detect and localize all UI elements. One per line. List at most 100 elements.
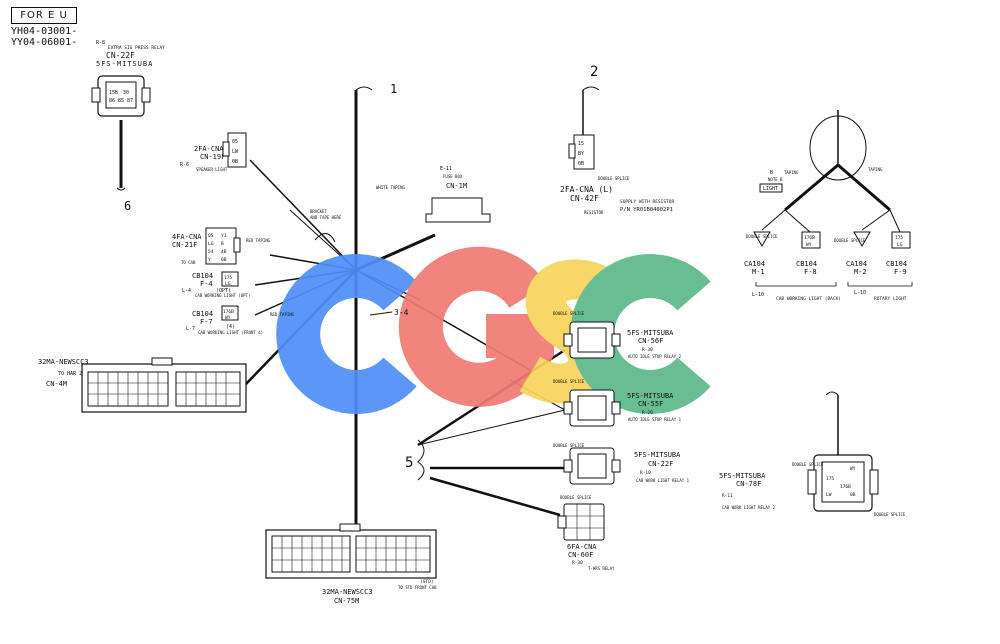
svg-text:CA104: CA104: [744, 260, 765, 268]
svg-text:LW: LW: [232, 149, 239, 155]
region-badge: FOR E U: [11, 7, 77, 24]
section-number-6: 6: [124, 199, 131, 213]
svg-text:EXTRA SIG PRESS RELAY: EXTRA SIG PRESS RELAY: [108, 45, 165, 51]
svg-text:DOUBLE SPLICE: DOUBLE SPLICE: [553, 443, 585, 448]
svg-text:87: 87: [127, 98, 133, 104]
svg-text:TO CAB: TO CAB: [181, 260, 196, 265]
svg-text:54: 54: [208, 249, 214, 255]
svg-text:5FS-MITSUBA: 5FS-MITSUBA: [627, 392, 674, 400]
svg-text:30: 30: [123, 90, 129, 96]
svg-text:AUTO IDLE STOP RELAY 2: AUTO IDLE STOP RELAY 2: [628, 354, 682, 359]
svg-text:Y: Y: [208, 257, 211, 263]
svg-text:RESISTOR: RESISTOR: [584, 210, 604, 215]
svg-text:32MA-NEWSCC3: 32MA-NEWSCC3: [322, 588, 373, 596]
svg-text:CAB WORKING LIGHT (FRONT 4): CAB WORKING LIGHT (FRONT 4): [198, 330, 263, 335]
svg-text:CN-4M: CN-4M: [46, 380, 67, 388]
svg-text:CN-75M: CN-75M: [334, 597, 359, 605]
serial-line-2: YY04-06001-: [11, 37, 78, 48]
svg-text:R-30: R-30: [642, 347, 653, 353]
svg-text:TAPING: TAPING: [784, 170, 799, 175]
svg-text:CN-56F: CN-56F: [638, 337, 663, 345]
svg-text:F-4: F-4: [200, 280, 213, 288]
relay-cab-work-light-1: DOUBLE SPLICE 5FS-MITSUBA CN-22F R-10 CA…: [553, 443, 690, 485]
connector-cn-4m: 32MA-NEWSCC3 TO HAR 2 CN-4M: [38, 357, 247, 413]
svg-text:R-6: R-6: [180, 162, 189, 168]
svg-text:M-1: M-1: [752, 268, 765, 276]
working-lights-tree: TAPING TAPING B NOTE B LIGHT DOUBLE SPLI…: [744, 167, 913, 302]
svg-text:LG: LG: [897, 242, 903, 248]
section-number-1: 1: [390, 82, 397, 96]
svg-text:CN-1M: CN-1M: [446, 182, 467, 190]
svg-text:2FA-CNA (L): 2FA-CNA (L): [560, 185, 613, 194]
svg-text:5FS-MITSUBA: 5FS-MITSUBA: [96, 60, 153, 68]
connector-to-cab: 4FA-CNA CN-21F TO CAB 0S Y1 LG B 54 4B Y…: [172, 227, 241, 265]
svg-text:SPEAKER LIGHT: SPEAKER LIGHT: [196, 167, 228, 172]
relay-auto-idle-1: DOUBLE SPLICE 5FS-MITSUBA CN-55F R-29 AU…: [553, 379, 682, 427]
connector-cab-light-opt: CB104 F-4 L-4 (OPT) CAB WORKING LIGHT (O…: [182, 271, 250, 298]
svg-text:CN-22F: CN-22F: [106, 51, 135, 60]
svg-text:DOUBLE SPLICE: DOUBLE SPLICE: [553, 379, 585, 384]
svg-text:R-29: R-29: [642, 410, 653, 416]
svg-text:DOUBLE SPLICE: DOUBLE SPLICE: [834, 238, 866, 243]
svg-text:DOUBLE SPLICE: DOUBLE SPLICE: [746, 234, 778, 239]
svg-text:FUSE BOX: FUSE BOX: [443, 174, 463, 179]
svg-text:F-8: F-8: [804, 268, 817, 276]
svg-text:M-2: M-2: [854, 268, 867, 276]
svg-text:F-7: F-7: [200, 318, 213, 326]
svg-text:L-10: L-10: [752, 292, 764, 298]
serial-line-1: YH04-03001-: [11, 26, 78, 37]
svg-text:LG: LG: [225, 281, 231, 287]
svg-text:R-8: R-8: [96, 40, 105, 46]
svg-text:176B: 176B: [223, 309, 234, 315]
svg-text:CN-21F: CN-21F: [172, 241, 197, 249]
connector-cn-75m: (STD) TO STD FRONT CAB 32MA-NEWSCC3 CN-7…: [265, 523, 437, 605]
svg-text:5FS-MITSUBA: 5FS-MITSUBA: [634, 451, 681, 459]
svg-text:175: 175: [224, 275, 232, 281]
svg-text:DOUBLE SPLICE: DOUBLE SPLICE: [553, 311, 585, 316]
svg-text:CB104: CB104: [886, 260, 907, 268]
svg-text:6FA-CNA: 6FA-CNA: [567, 543, 597, 551]
svg-text:DOUBLE SPLICE: DOUBLE SPLICE: [792, 462, 824, 467]
svg-text:TAPING: TAPING: [868, 167, 883, 172]
svg-text:5FS-MITSUBA: 5FS-MITSUBA: [719, 472, 766, 480]
svg-text:BRACKET: BRACKET: [310, 209, 327, 214]
svg-text:(4): (4): [226, 324, 235, 330]
svg-text:F-9: F-9: [894, 268, 907, 276]
svg-text:LIGHT: LIGHT: [763, 186, 778, 192]
svg-text:CN-22F: CN-22F: [648, 460, 673, 468]
svg-text:LG: LG: [208, 241, 214, 247]
svg-text:CB104: CB104: [192, 310, 213, 318]
svg-text:CN-78F: CN-78F: [736, 480, 761, 488]
svg-text:L-7: L-7: [186, 326, 195, 332]
svg-text:WHITE TAPING: WHITE TAPING: [376, 185, 405, 190]
relay-auto-idle-2: DOUBLE SPLICE 5FS-MITSUBA CN-56F R-30 AU…: [553, 311, 682, 359]
svg-text:BY: BY: [578, 151, 584, 157]
svg-text:B: B: [770, 170, 773, 176]
svg-text:AND TAPE HERE: AND TAPE HERE: [310, 215, 342, 220]
section-number-5: 5: [405, 455, 413, 471]
svg-text:175: 175: [826, 476, 834, 482]
svg-text:175: 175: [895, 235, 903, 241]
connector-cab-light-front: CB104 F-7 L-7 (4) CAB WORKING LIGHT (FRO…: [186, 305, 263, 335]
svg-text:CB104: CB104: [796, 260, 817, 268]
svg-text:5FS-MITSUBA: 5FS-MITSUBA: [627, 329, 674, 337]
svg-text:TO STD FRONT CAB: TO STD FRONT CAB: [398, 585, 437, 590]
svg-text:RED TAPING: RED TAPING: [246, 238, 271, 243]
svg-text:WY: WY: [850, 466, 856, 472]
svg-text:0B: 0B: [232, 159, 238, 165]
svg-text:T-HRS RELAY: T-HRS RELAY: [588, 566, 615, 571]
svg-text:0B: 0B: [578, 161, 584, 167]
svg-text:L-10: L-10: [854, 290, 866, 296]
svg-text:85: 85: [118, 98, 124, 104]
annotations: WHITE TAPING BRACKET AND TAPE HERE RED T…: [246, 185, 405, 317]
fuse-box: E-11 FUSE BOX CN-1M: [425, 166, 491, 223]
svg-text:R-30: R-30: [572, 560, 583, 566]
connector-speaker-light: 2FA-CNA CN-19F R-6 SPEAKER LIGHT 05 LW 0…: [180, 132, 247, 172]
svg-text:4FA-CNA: 4FA-CNA: [172, 233, 202, 241]
svg-text:NOTE B: NOTE B: [768, 177, 783, 182]
svg-text:B: B: [221, 241, 224, 247]
svg-text:15: 15: [578, 141, 584, 147]
svg-text:CN-60F: CN-60F: [568, 551, 593, 559]
svg-text:R-10: R-10: [640, 470, 651, 476]
